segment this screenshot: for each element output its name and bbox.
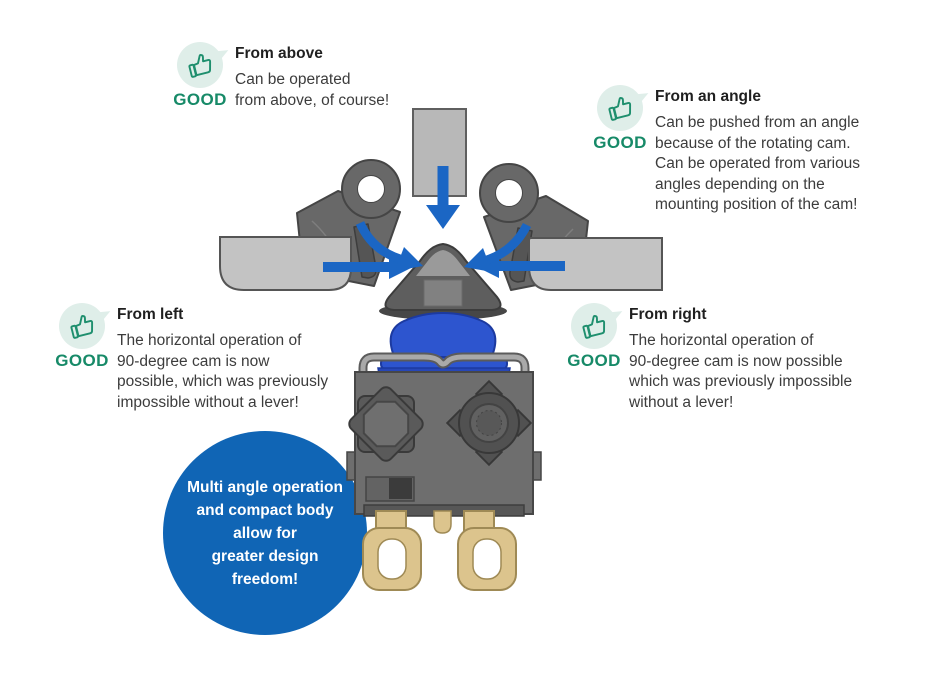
thumbs-up-icon xyxy=(606,94,634,121)
good-badge: GOOD xyxy=(54,303,110,413)
good-badge-label: GOOD xyxy=(55,351,109,370)
arrow-down xyxy=(426,166,460,229)
callout-body: The horizontal operation of 90-degree ca… xyxy=(629,332,853,411)
thumbs-up-icon xyxy=(186,51,214,78)
callout-title: From left xyxy=(117,306,184,323)
callout-title: From an angle xyxy=(655,88,761,105)
arrow-diagonal-left xyxy=(355,221,423,271)
press-bar-left xyxy=(219,236,352,291)
callout-from-an-angle: GOOD From an angle Can be pushed from an… xyxy=(592,85,935,216)
callout-title: From right xyxy=(629,306,707,323)
callout-from-above: GOOD From above Can be operated from abo… xyxy=(172,42,515,111)
good-badge: GOOD xyxy=(172,42,228,111)
good-badge-label: GOOD xyxy=(593,133,647,152)
callout-body: Can be pushed from an angle because of t… xyxy=(655,114,861,213)
good-badge: GOOD xyxy=(566,303,622,413)
arrow-diagonal-right xyxy=(464,222,532,272)
callout-from-right: GOOD From right The horizontal operation… xyxy=(566,303,909,413)
callout-from-left: GOOD From left The horizontal operation … xyxy=(54,303,397,413)
callout-body: The horizontal operation of 90-degree ca… xyxy=(117,332,329,411)
good-badge: GOOD xyxy=(592,85,648,216)
terminals xyxy=(362,510,517,591)
switch-cap xyxy=(384,242,502,311)
good-badge-circle xyxy=(571,303,617,349)
highlight-text: Multi angle operation and compact body a… xyxy=(187,478,343,588)
good-badge-label: GOOD xyxy=(173,90,227,109)
callout-title: From above xyxy=(235,45,323,62)
thumbs-up-icon xyxy=(580,312,608,339)
press-arrows xyxy=(323,166,565,279)
good-badge-circle xyxy=(597,85,643,131)
good-badge-circle xyxy=(177,42,223,88)
switch-body-render xyxy=(346,242,542,591)
good-badge-label: GOOD xyxy=(567,351,621,370)
good-badge-circle xyxy=(59,303,105,349)
callout-body: Can be operated from above, of course! xyxy=(235,71,390,109)
thumbs-up-icon xyxy=(68,312,96,339)
highlight-circle: Multi angle operation and compact body a… xyxy=(163,431,367,635)
round-knob xyxy=(445,379,533,467)
gear-knob xyxy=(348,386,424,462)
